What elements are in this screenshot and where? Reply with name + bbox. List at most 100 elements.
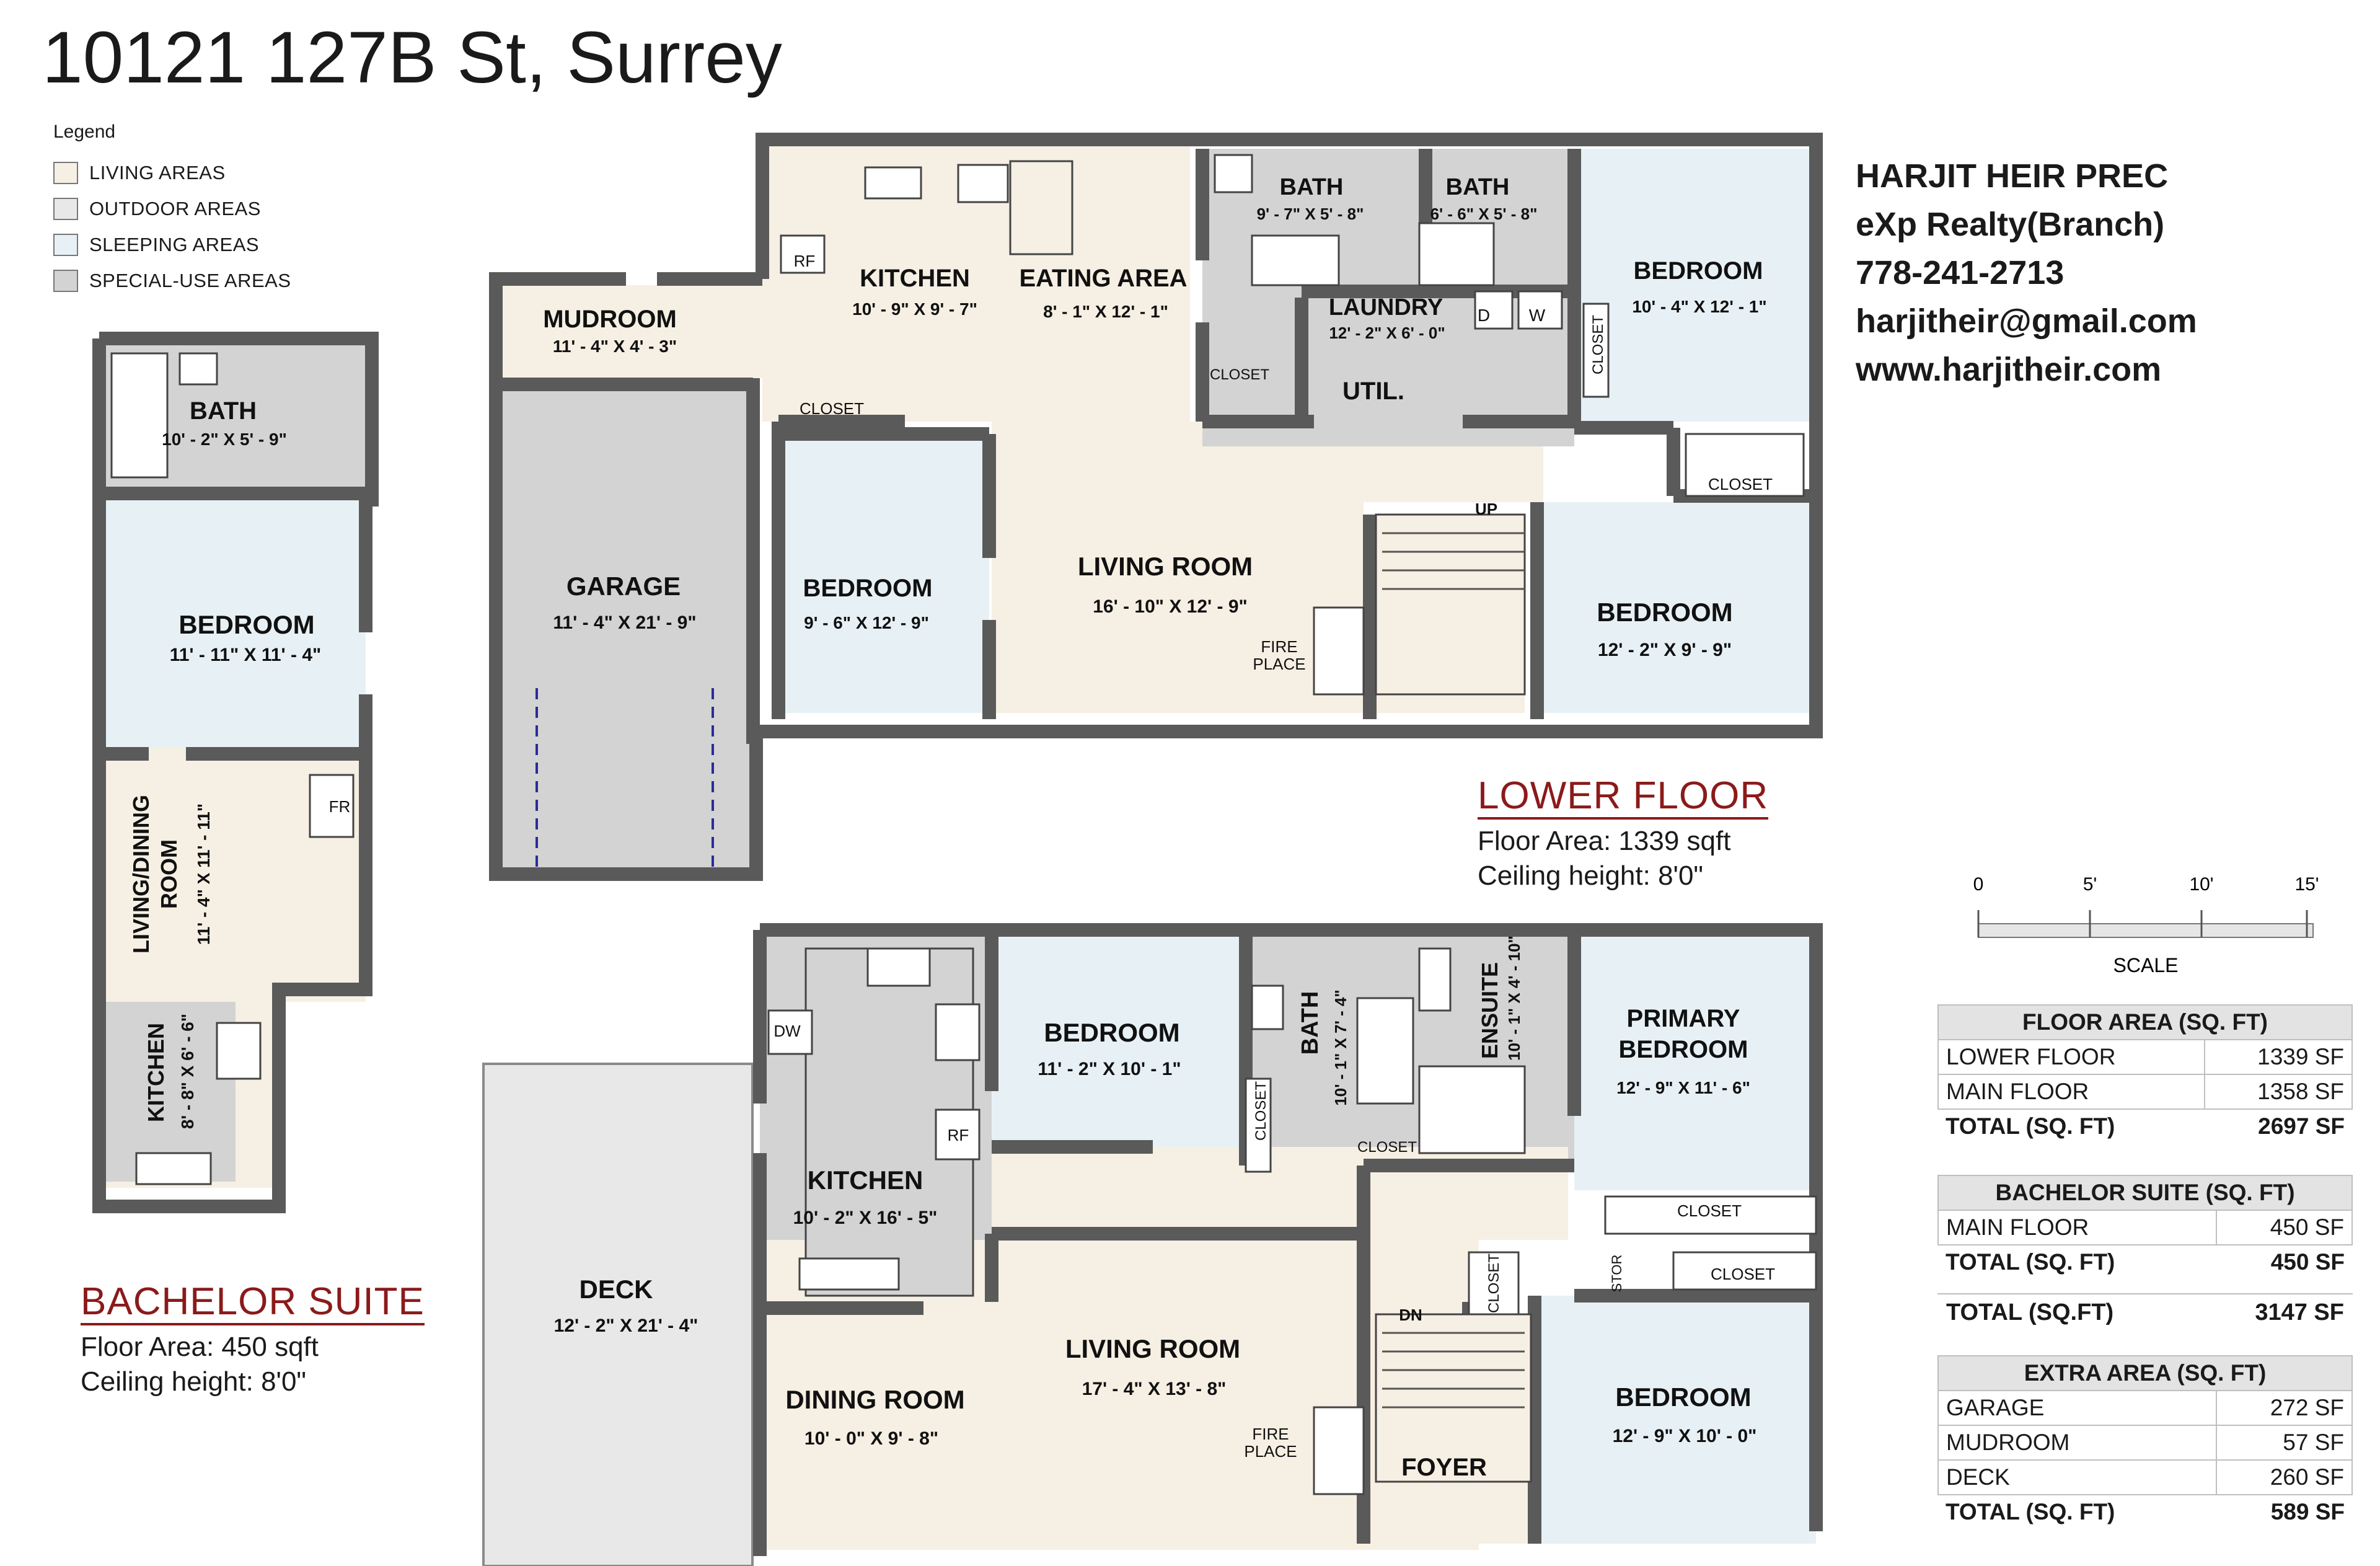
agent-name: HARJIT HEIR PREC bbox=[1856, 157, 2169, 195]
washer-label: W bbox=[1529, 306, 1546, 325]
legend-item-outdoor: OUTDOOR AREAS bbox=[53, 191, 376, 227]
stair-lines bbox=[1382, 532, 1525, 1409]
fireplace-label: FIRE bbox=[1261, 637, 1297, 656]
row-label: MAIN FLOOR bbox=[1937, 1074, 2205, 1110]
scale-tick-label: 15' bbox=[2294, 874, 2319, 895]
room-dim: 10' - 2" X 16' - 5" bbox=[793, 1208, 938, 1228]
row-value: 272 SF bbox=[2215, 1390, 2353, 1426]
lower-floor-ceiling: Ceiling height: 8'0" bbox=[1478, 860, 1704, 891]
room-name: FOYER bbox=[1401, 1454, 1487, 1481]
legend-swatch bbox=[53, 234, 78, 256]
room-dim: 12' - 2" X 9' - 9" bbox=[1598, 640, 1732, 660]
stor-label: STOR bbox=[1609, 1255, 1624, 1293]
fireplace-label: PLACE bbox=[1244, 1442, 1297, 1461]
lower-floor-label: LOWER FLOOR bbox=[1478, 774, 1769, 820]
row-label: DECK bbox=[1937, 1459, 2217, 1495]
room-dim: 10' - 4" X 12' - 1" bbox=[1632, 297, 1766, 316]
room-name: KITCHEN bbox=[143, 1023, 169, 1122]
closet-label: CLOSET bbox=[1253, 1081, 1269, 1141]
room-dim: 9' - 7" X 5' - 8" bbox=[1257, 205, 1364, 223]
legend-item-special: SPECIAL-USE AREAS bbox=[53, 263, 376, 299]
room-dim: 11' - 4" X 21' - 9" bbox=[553, 613, 696, 633]
room-name: BEDROOM bbox=[1615, 1382, 1751, 1412]
room-name: BATH bbox=[1297, 991, 1323, 1055]
row-value: 260 SF bbox=[2215, 1459, 2353, 1495]
room-dim: 6' - 6" X 5' - 8" bbox=[1430, 205, 1538, 223]
room-dim: 17' - 4" X 13' - 8" bbox=[1082, 1379, 1227, 1399]
grand-total-value: 3147 SF bbox=[2255, 1299, 2344, 1325]
room-dim: 11' - 4" X 4' - 3" bbox=[553, 337, 677, 356]
room-dim: 9' - 6" X 12' - 9" bbox=[804, 613, 929, 632]
table-header: FLOOR AREA (SQ. FT) bbox=[1937, 1004, 2353, 1040]
legend-swatch bbox=[53, 198, 78, 220]
page-title: 10121 127B St, Surrey bbox=[42, 17, 782, 99]
room-name: BEDROOM bbox=[803, 575, 933, 602]
room-name: DECK bbox=[579, 1275, 653, 1304]
room-dim: 12' - 9" X 11' - 6" bbox=[1616, 1078, 1750, 1097]
room-name: LIVING/DINING bbox=[128, 795, 154, 953]
stair-up-label: UP bbox=[1475, 500, 1497, 518]
bachelor-suite-area: Floor Area: 450 sqft bbox=[81, 1332, 319, 1362]
rf-label: RF bbox=[948, 1126, 969, 1144]
scale-bar: 0 5' 10' 15' SCALE bbox=[1973, 874, 2319, 976]
legend-label: LIVING AREAS bbox=[89, 162, 226, 184]
legend-item-sleeping: SLEEPING AREAS bbox=[53, 227, 376, 263]
fr-label: FR bbox=[329, 797, 351, 816]
table-header: BACHELOR SUITE (SQ. FT) bbox=[1937, 1175, 2353, 1211]
room-name: LAUNDRY bbox=[1329, 294, 1443, 321]
legend-swatch bbox=[53, 270, 78, 292]
room-dim: 10' - 1" X 7' - 4" bbox=[1331, 989, 1350, 1105]
table-total-row: TOTAL (SQ. FT)2697 SF bbox=[1938, 1108, 2352, 1143]
room-dim: 12' - 2" X 6' - 0" bbox=[1329, 324, 1445, 342]
room-dim: 8' - 8" X 6' - 6" bbox=[178, 1014, 197, 1129]
lower-floor-info: LOWER FLOOR Floor Area: 1339 sqft Ceilin… bbox=[1478, 774, 1769, 893]
stair-down-label: DN bbox=[1399, 1306, 1422, 1324]
room-name: PRIMARY bbox=[1627, 1005, 1740, 1032]
closet-label: CLOSET bbox=[1590, 315, 1606, 374]
row-value: 1339 SF bbox=[2203, 1039, 2353, 1075]
garage-door-marks bbox=[536, 688, 714, 868]
table-total-row: TOTAL (SQ. FT)589 SF bbox=[1938, 1494, 2352, 1529]
agent-email: harjitheir@gmail.com bbox=[1856, 303, 2197, 340]
room-name: ROOM bbox=[156, 839, 182, 909]
room-dim: 10' - 0" X 9' - 8" bbox=[804, 1428, 938, 1449]
row-label: MAIN FLOOR bbox=[1937, 1210, 2217, 1245]
room-name: MUDROOM bbox=[543, 306, 677, 333]
room-dim: 12' - 2" X 21' - 4" bbox=[554, 1316, 699, 1336]
total-label: TOTAL (SQ. FT) bbox=[1938, 1494, 2216, 1529]
row-label: GARAGE bbox=[1937, 1390, 2217, 1426]
room-name: BEDROOM bbox=[1634, 257, 1763, 285]
row-label: MUDROOM bbox=[1937, 1425, 2217, 1461]
room-labels: BATH 10' - 2" X 5' - 9" BEDROOM 11' - 11… bbox=[128, 174, 1767, 1481]
legend-label: SPECIAL-USE AREAS bbox=[89, 270, 291, 291]
bachelor-suite-label: BACHELOR SUITE bbox=[81, 1280, 425, 1325]
closet-label: CLOSET bbox=[1711, 1265, 1775, 1283]
closet-label: CLOSET bbox=[1677, 1201, 1742, 1220]
rf-label: RF bbox=[794, 252, 816, 270]
room-name: GARAGE bbox=[566, 572, 681, 601]
agent-contact: HARJIT HEIR PREC eXp Realty(Branch) 778-… bbox=[1856, 152, 2197, 394]
room-name: BATH bbox=[1446, 174, 1510, 200]
closet-label: CLOSET bbox=[1210, 366, 1269, 383]
legend-label: OUTDOOR AREAS bbox=[89, 198, 261, 219]
closet-label: CLOSET bbox=[1708, 475, 1773, 493]
room-dim: 10' - 9" X 9' - 7" bbox=[852, 299, 977, 319]
closet-label: CLOSET bbox=[800, 399, 864, 418]
room-dim: 8' - 1" X 12' - 1" bbox=[1043, 302, 1168, 321]
total-label: TOTAL (SQ. FT) bbox=[1938, 1108, 2205, 1143]
room-name: BEDROOM bbox=[178, 610, 314, 639]
dryer-label: D bbox=[1478, 306, 1490, 325]
agent-phone: 778-241-2713 bbox=[1856, 254, 2065, 291]
room-name: BATH bbox=[190, 397, 257, 425]
dw-label: DW bbox=[774, 1022, 801, 1040]
closet-label: CLOSET bbox=[1486, 1254, 1502, 1313]
room-name: UTIL. bbox=[1342, 378, 1404, 405]
room-name: BEDROOM bbox=[1044, 1018, 1179, 1047]
agent-company: eXp Realty(Branch) bbox=[1856, 206, 2165, 243]
room-name: EATING AREA bbox=[1019, 265, 1187, 292]
